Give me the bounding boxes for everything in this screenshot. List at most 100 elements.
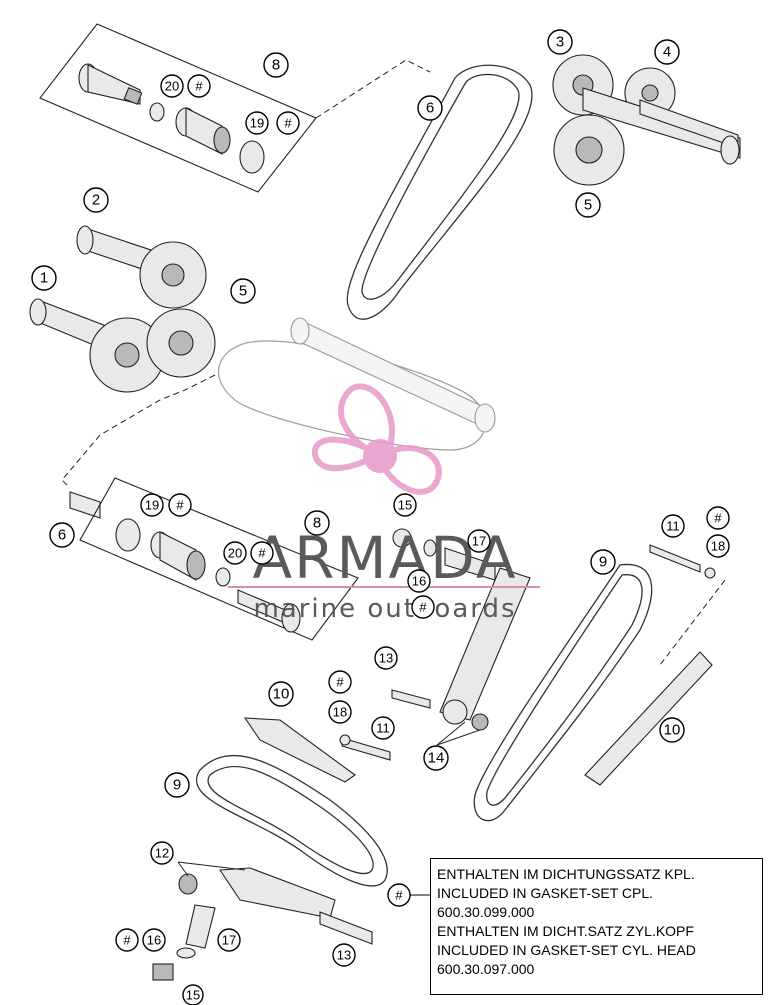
callout-4: 4 <box>654 39 680 65</box>
svg-text:8: 8 <box>272 57 280 74</box>
callout-20-top: 20 <box>160 74 184 98</box>
callout-6-bottom: 6 <box>49 522 75 548</box>
crankshaft-part <box>218 317 496 451</box>
bolt-13-lower <box>319 911 373 945</box>
callout-hash-5: # <box>411 595 435 619</box>
svg-text:12: 12 <box>155 846 169 861</box>
svg-text:10: 10 <box>664 722 681 739</box>
svg-text:#: # <box>123 933 131 948</box>
svg-text:9: 9 <box>599 554 607 571</box>
lower-left-parts-group <box>79 477 359 641</box>
svg-text:1: 1 <box>40 270 48 287</box>
callout-15-center: 15 <box>393 493 417 517</box>
svg-text:20: 20 <box>228 546 242 561</box>
callout-17-center: 17 <box>467 529 491 553</box>
propeller-logo-icon <box>311 383 442 495</box>
callout-hash-4: # <box>250 541 274 565</box>
lower-camshaft-assembly <box>29 225 216 393</box>
callout-9-right: 9 <box>590 549 616 575</box>
svg-text:14: 14 <box>428 750 445 767</box>
callout-hash-7: # <box>328 670 352 694</box>
seal-ring-19-top <box>239 140 265 174</box>
callout-hash-6: # <box>706 506 730 530</box>
washer-18-left <box>339 734 351 746</box>
svg-text:15: 15 <box>186 988 200 1003</box>
callout-hash-3: # <box>168 493 192 517</box>
bearing-part-6 <box>69 491 101 519</box>
legend-line-1: ENTHALTEN IM DICHTUNGSSATZ KPL. <box>437 866 695 882</box>
svg-text:19: 19 <box>250 116 264 131</box>
callout-hash-8: # <box>115 928 139 952</box>
svg-text:16: 16 <box>147 933 161 948</box>
callout-19-bottom: 19 <box>140 493 164 517</box>
svg-text:5: 5 <box>584 197 592 214</box>
callout-17-lower: 17 <box>217 928 241 952</box>
guide-rail-10-left <box>243 717 356 783</box>
seal-ring-19-bottom <box>115 518 141 552</box>
tensioner-arm-part <box>439 567 531 721</box>
callout-9-left: 9 <box>164 772 190 798</box>
callout-20-bottom: 20 <box>223 541 247 565</box>
callout-10-right: 10 <box>659 717 685 743</box>
top-left-parts-group <box>39 23 431 193</box>
piston-17-center <box>444 547 496 581</box>
bolt-13-center <box>391 689 431 709</box>
watermark-tagline: marine outboards <box>253 594 516 624</box>
callout-15-lower: 15 <box>182 984 204 1005</box>
armada-watermark: ARMADA marine outboards <box>228 383 540 624</box>
svg-text:10: 10 <box>273 686 290 703</box>
callout-16-center: 16 <box>407 569 431 593</box>
callout-11-right: 11 <box>661 514 685 538</box>
bushing-part-bottom <box>150 531 206 581</box>
upper-timing-chain <box>218 64 533 451</box>
upper-camshaft-assembly <box>552 54 741 186</box>
valve-shaft-part-bottom <box>237 589 301 633</box>
gasket-set-legend: ENTHALTEN IM DICHTUNGSSATZ KPL. INCLUDED… <box>430 858 763 995</box>
bushing-part-top <box>175 107 231 155</box>
legend-line-6: 600.30.097.000 <box>437 961 535 977</box>
callout-14: 14 <box>423 745 449 771</box>
svg-text:19: 19 <box>145 498 159 513</box>
callout-6-top: 6 <box>417 95 443 121</box>
svg-text:17: 17 <box>222 933 236 948</box>
piston-17-lower <box>185 904 216 949</box>
svg-text:#: # <box>258 546 266 561</box>
svg-text:4: 4 <box>663 44 671 61</box>
svg-text:13: 13 <box>379 651 393 666</box>
svg-text:11: 11 <box>376 721 390 736</box>
svg-text:#: # <box>714 511 722 526</box>
legend-line-2: INCLUDED IN GASKET-SET CPL. <box>437 885 654 901</box>
legend-line-5: INCLUDED IN GASKET-SET CYL. HEAD <box>437 942 696 958</box>
tensioner-rail-10-right <box>584 651 713 786</box>
callout-hash-1: # <box>187 74 211 98</box>
callout-16-lower: 16 <box>142 928 166 952</box>
callout-18-right: 18 <box>706 534 730 558</box>
tensioner-guide-12 <box>219 867 336 919</box>
bushing-12 <box>178 873 198 895</box>
valve-shaft-part <box>78 63 143 105</box>
svg-text:#: # <box>336 675 344 690</box>
plug-15-lower <box>152 963 174 981</box>
center-tensioner-arm <box>391 528 531 731</box>
svg-text:11: 11 <box>666 519 680 534</box>
svg-text:18: 18 <box>333 705 347 720</box>
right-chain-assembly <box>473 544 726 822</box>
svg-text:15: 15 <box>398 498 412 513</box>
svg-text:6: 6 <box>426 100 434 117</box>
bolt-11-right <box>649 544 701 573</box>
svg-text:3: 3 <box>556 34 564 51</box>
svg-text:9: 9 <box>173 777 181 794</box>
washer-16-center <box>423 539 437 557</box>
legend-line-3: 600.30.099.000 <box>437 904 535 920</box>
callout-13-lower: 13 <box>332 943 356 967</box>
legend-line-4: ENTHALTEN IM DICHT.SATZ ZYL.KOPF <box>437 923 694 939</box>
callout-5-mid: 5 <box>230 278 256 304</box>
lower-guide-assembly <box>152 717 481 981</box>
callout-19-top: 19 <box>245 111 269 135</box>
callout-12: 12 <box>150 841 174 865</box>
plug-15-center <box>392 528 412 548</box>
callout-2: 2 <box>83 187 109 213</box>
callout-8-top: 8 <box>263 52 289 78</box>
callout-13-center: 13 <box>374 646 398 670</box>
